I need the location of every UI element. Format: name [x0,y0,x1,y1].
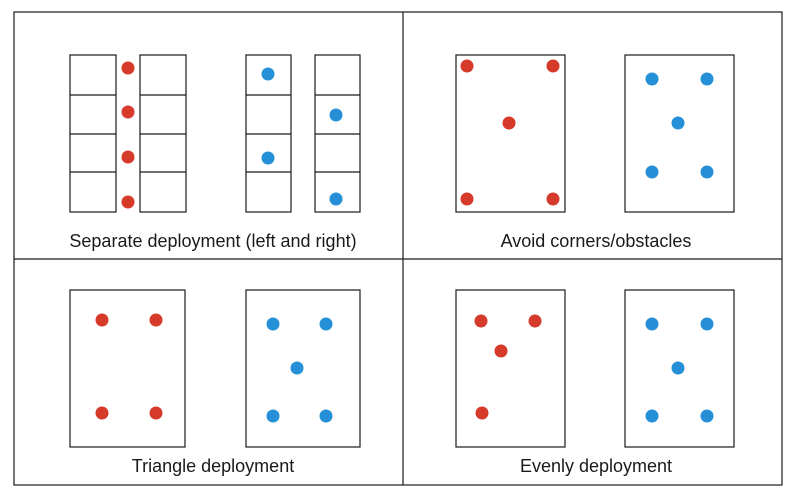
red-dot [546,192,560,206]
red-dot [474,314,488,328]
good-dots [645,72,714,179]
left-room-grid [69,54,187,213]
room-outline [455,54,566,213]
blue-dot [700,409,714,423]
red-dot [546,59,560,73]
bad-dots [121,61,135,209]
red-dot [528,314,542,328]
good-dots [645,317,714,423]
panel-avoid-corners: Avoid corners/obstacles [455,54,735,251]
red-dot [475,406,489,420]
red-dot [149,406,163,420]
blue-dot [261,67,275,81]
panel-separate-deployment: Separate deployment (left and right) [69,54,361,251]
room-outline [69,289,186,448]
red-dot [494,344,508,358]
bad-dots [95,313,163,420]
red-dot [149,313,163,327]
panel-caption: Triangle deployment [132,456,294,476]
good-dots [261,67,343,206]
panel-caption: Separate deployment (left and right) [69,231,356,251]
red-dot [502,116,516,130]
red-dot [121,61,135,75]
red-dot [460,192,474,206]
blue-dot [645,317,659,331]
panel-caption: Evenly deployment [520,456,672,476]
room-outline [624,289,735,448]
room-outline [624,54,735,213]
red-dot [121,195,135,209]
red-dot [95,406,109,420]
blue-dot [261,151,275,165]
grid-frame [13,11,783,486]
blue-dot [266,317,280,331]
blue-dot [700,317,714,331]
blue-dot [329,192,343,206]
outer-border [13,11,783,486]
red-dot [121,105,135,119]
blue-dot [319,317,333,331]
panel-caption: Avoid corners/obstacles [501,231,692,251]
bad-dots [460,59,560,206]
panel-evenly-deployment: Evenly deployment [455,289,735,476]
blue-dot [329,108,343,122]
blue-dot [319,409,333,423]
room-outline [455,289,566,448]
red-dot [95,313,109,327]
bad-dots [474,314,542,420]
blue-dot [266,409,280,423]
red-dot [121,150,135,164]
good-dots [266,317,333,423]
blue-dot [645,72,659,86]
blue-dot [290,361,304,375]
blue-dot [671,116,685,130]
panel-triangle-deployment: Triangle deployment [69,289,361,476]
blue-dot [645,165,659,179]
blue-dot [645,409,659,423]
blue-dot [700,165,714,179]
blue-dot [671,361,685,375]
right-room-grid [245,54,361,213]
red-dot [460,59,474,73]
room-outline [245,289,361,448]
blue-dot [700,72,714,86]
